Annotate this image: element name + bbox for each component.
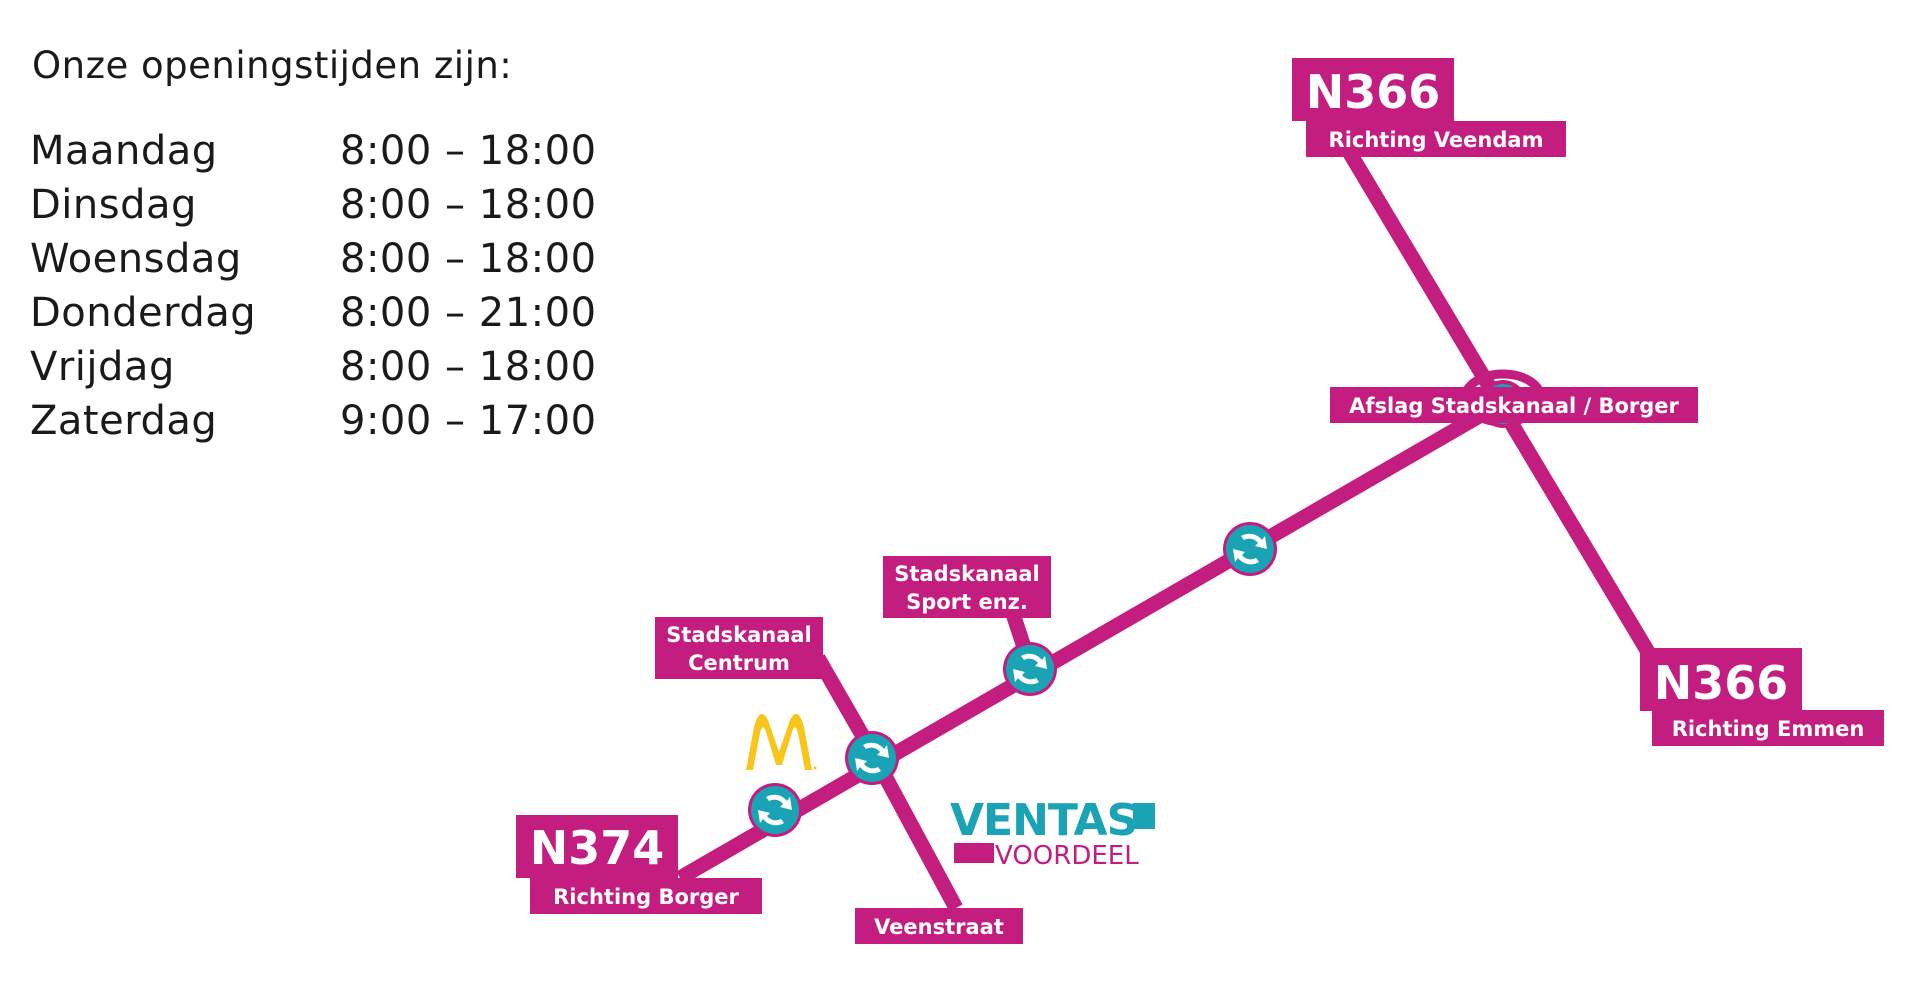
veenstraat-label-text: Veenstraat [874, 915, 1004, 939]
hours-row-tuesday: Dinsdag 8:00 – 18:00 [30, 182, 630, 236]
opening-hours-heading: Onze openingstijden zijn: [32, 44, 513, 87]
hours-time: 8:00 – 21:00 [340, 290, 597, 336]
centrum-label-line2: Centrum [688, 651, 790, 675]
roundabout-icon [1223, 522, 1277, 576]
n366-south-road: N366 [1654, 656, 1789, 710]
sport-label-line2: Sport enz. [906, 590, 1028, 614]
exit-label: Afslag Stadskanaal / Borger [1330, 387, 1698, 423]
centrum-label-line1: Stadskanaal [666, 623, 812, 647]
hours-row-thursday: Donderdag 8:00 – 21:00 [30, 290, 630, 344]
roundabout-icon [845, 731, 899, 785]
ventas-logo-line1: VENTAS [950, 795, 1137, 846]
hours-day: Maandag [30, 128, 218, 174]
hours-time: 8:00 – 18:00 [340, 236, 597, 282]
n366-north-sign: N366 Richting Veendam [1292, 58, 1566, 157]
exit-label-text: Afslag Stadskanaal / Borger [1349, 394, 1679, 418]
n366-north-direction: Richting Veendam [1329, 128, 1544, 152]
mcdonalds-logo-icon [746, 713, 817, 770]
ventas-voordeel-logo: VENTAS VOORDEEL [950, 795, 1155, 871]
roads [676, 141, 1667, 912]
ventas-logo-line2: VOORDEEL [995, 841, 1139, 871]
roundabout-icon [748, 783, 802, 837]
hours-row-monday: Maandag 8:00 – 18:00 [30, 128, 630, 182]
centrum-label: Stadskanaal Centrum [655, 617, 823, 679]
hours-time: 9:00 – 17:00 [340, 398, 597, 444]
n374-sign: N374 Richting Borger [516, 815, 762, 914]
roundabout-icon [1003, 642, 1057, 696]
hours-day: Woensdag [30, 236, 242, 282]
n366-north-road: N366 [1306, 65, 1441, 119]
n374-direction: Richting Borger [553, 885, 739, 909]
veenstraat-label: Veenstraat [855, 908, 1023, 944]
hours-row-wednesday: Woensdag 8:00 – 18:00 [30, 236, 630, 290]
sport-label: Stadskanaal Sport enz. [883, 556, 1051, 618]
n366-south-sign: N366 Richting Emmen [1640, 648, 1884, 746]
hours-time: 8:00 – 18:00 [340, 128, 597, 174]
hours-row-friday: Vrijdag 8:00 – 18:00 [30, 344, 630, 398]
hours-time: 8:00 – 18:00 [340, 344, 597, 390]
hours-day: Dinsdag [30, 182, 197, 228]
n366-south-direction: Richting Emmen [1672, 717, 1865, 741]
hours-time: 8:00 – 18:00 [340, 182, 597, 228]
road-n374 [676, 397, 1504, 885]
n374-road: N374 [530, 821, 665, 875]
hours-day: Vrijdag [30, 344, 175, 390]
hours-row-saturday: Zaterdag 9:00 – 17:00 [30, 398, 630, 452]
hours-day: Zaterdag [30, 398, 218, 444]
hours-day: Donderdag [30, 290, 257, 336]
sport-label-line1: Stadskanaal [894, 562, 1040, 586]
